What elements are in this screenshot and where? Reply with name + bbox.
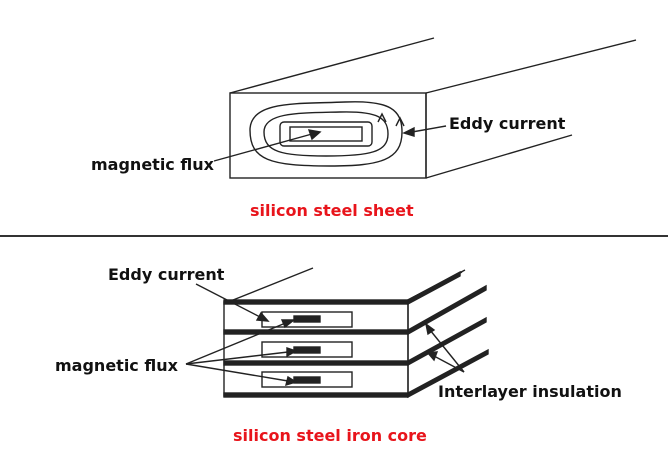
laminated-core	[223, 267, 489, 399]
top-flux-pointer	[213, 129, 322, 162]
top-eddy-pointer	[402, 125, 447, 137]
bottom-caption: silicon steel iron core	[233, 426, 427, 445]
eddy-current-loops	[249, 101, 405, 167]
bottom-flux-label: magnetic flux	[55, 356, 178, 375]
layer-2-loop	[261, 341, 353, 358]
top-eddy-label: Eddy current	[449, 114, 566, 133]
insulation-label: Interlayer insulation	[438, 382, 622, 401]
layer-3-loop	[261, 371, 353, 388]
bottom-flux-pointers	[185, 319, 298, 387]
bottom-eddy-label: Eddy current	[108, 265, 225, 284]
bottom-eddy-pointer	[195, 283, 270, 322]
insulation-pointers	[424, 322, 465, 373]
steel-sheet-block	[229, 37, 637, 179]
top-flux-label: magnetic flux	[91, 155, 214, 174]
inner-flux-rect	[279, 121, 373, 147]
top-caption: silicon steel sheet	[250, 201, 414, 220]
